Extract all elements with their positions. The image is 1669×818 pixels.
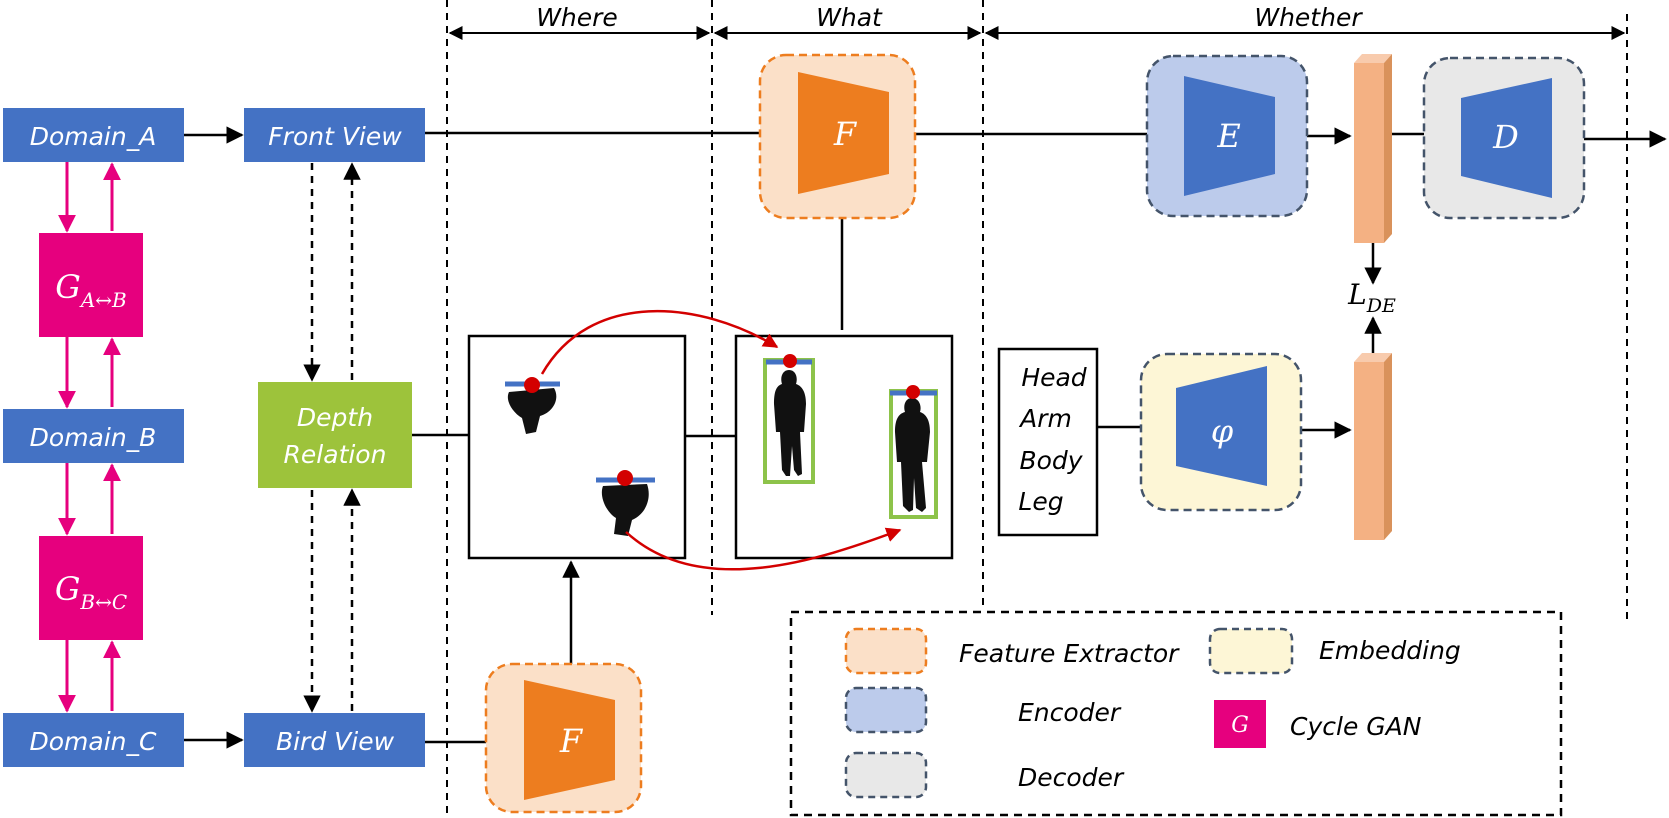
feature-extractor-top-label: F	[833, 115, 858, 153]
legend-swatch-embedding	[1208, 627, 1294, 675]
front-view-box	[244, 108, 425, 162]
where-panel	[467, 334, 687, 560]
encoder-trapezoid	[1184, 76, 1275, 196]
domain-b-label: Domain_B	[30, 423, 157, 452]
depth-relation-box	[258, 382, 412, 488]
bird-view-label: Bird View	[276, 727, 395, 756]
decoder-trapezoid	[1461, 78, 1552, 198]
legend-swatch-decoder	[844, 751, 928, 799]
topview-person-1	[505, 377, 560, 434]
legend-embedding: Embedding	[1319, 636, 1461, 665]
person-box-1	[763, 354, 815, 484]
section-label-where: Where	[536, 3, 618, 32]
attribute-arm: Arm	[1018, 404, 1072, 433]
feature-extractor-bottom-trapezoid	[524, 680, 615, 800]
domain-c-box	[3, 713, 184, 767]
connector-arrows	[184, 124, 1667, 751]
generator-ab-label: GA↔B	[55, 268, 126, 312]
cycle-gan-arrows	[58, 162, 121, 713]
bird-view-box	[244, 713, 425, 767]
generator-bc-box	[39, 536, 143, 640]
topview-person-2	[596, 470, 655, 536]
legend-cycle-gan-icon-label: G	[1231, 713, 1249, 738]
depth-relation-line2: Relation	[284, 440, 387, 469]
feature-bar-top	[1354, 54, 1392, 243]
depth-relation-line1: Depth	[297, 403, 373, 432]
legend-feature-extractor: Feature Extractor	[959, 639, 1180, 668]
domain-a-box	[3, 108, 184, 162]
encoder-label: E	[1216, 117, 1240, 155]
embedding-label: φ	[1211, 412, 1234, 450]
generator-bc-label: GB↔C	[55, 570, 127, 614]
person-box-2	[889, 385, 938, 519]
correspondence-arrows	[540, 310, 902, 571]
attribute-head: Head	[1021, 363, 1086, 392]
legend-cycle-gan-icon	[1214, 700, 1266, 748]
front-view-label: Front View	[268, 122, 402, 151]
feature-extractor-top-trapezoid	[798, 72, 889, 194]
legend-decoder: Decoder	[1018, 763, 1125, 792]
feature-extractor-bottom-label: F	[559, 722, 584, 760]
loss-label: LDE	[1347, 278, 1396, 317]
section-label-what: What	[816, 3, 883, 32]
attribute-leg: Leg	[1018, 487, 1063, 516]
section-label-whether: Whether	[1254, 3, 1363, 32]
legend-cycle-gan: Cycle GAN	[1290, 712, 1422, 741]
legend-encoder: Encoder	[1018, 698, 1122, 727]
attribute-body: Body	[1019, 446, 1083, 475]
legend-swatch-feature-extractor	[844, 627, 928, 675]
embedding-trapezoid	[1176, 366, 1267, 486]
generator-ab-box	[39, 233, 143, 337]
feature-bar-bottom	[1354, 353, 1392, 540]
section-dividers	[446, 0, 1628, 818]
domain-b-box	[3, 409, 184, 463]
legend-swatch-encoder	[844, 686, 928, 734]
decoder-label: D	[1492, 118, 1519, 156]
attributes-box	[997, 347, 1099, 537]
domain-c-label: Domain_C	[30, 727, 158, 756]
domain-a-label: Domain_A	[30, 122, 157, 151]
